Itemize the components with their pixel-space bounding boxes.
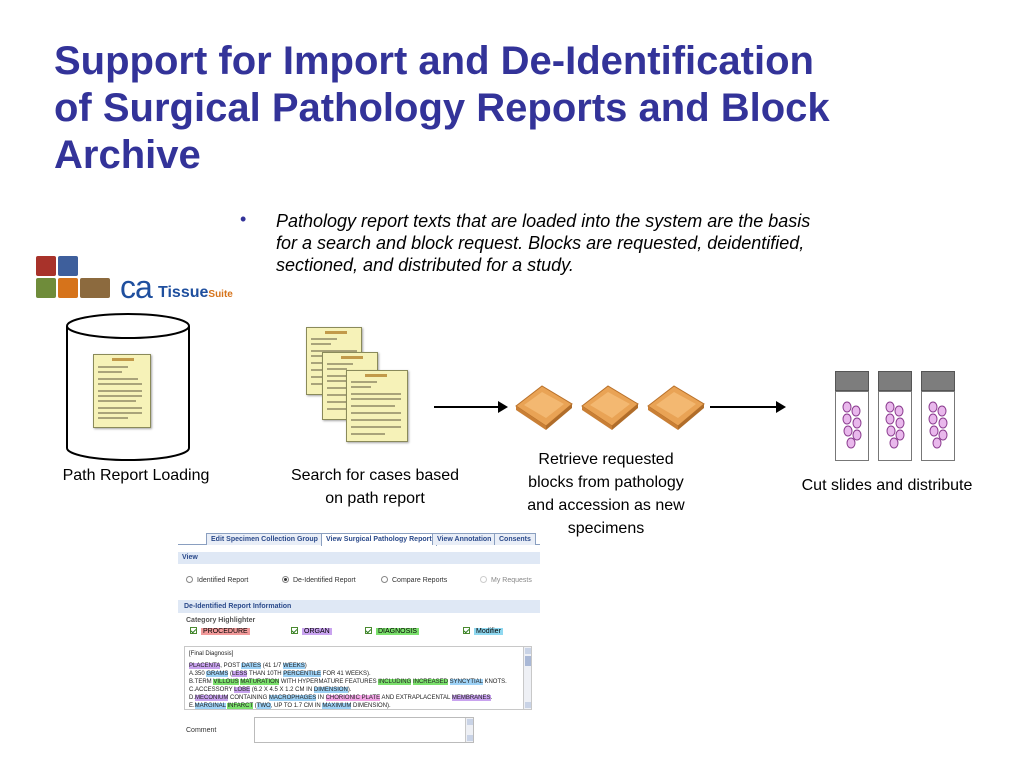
title-line: Support for Import and De-Identification bbox=[54, 39, 814, 83]
tissue-block-icon bbox=[515, 385, 573, 430]
radio-label: De-Identified Report bbox=[293, 577, 356, 584]
report-line: B.TERM VILLOUS MATURATION WITH HYPERMATU… bbox=[189, 679, 507, 685]
logo-suite-word: Suite bbox=[208, 289, 233, 300]
radio-label: My Requests bbox=[491, 577, 532, 584]
checkbox-label: Modifier bbox=[474, 628, 503, 635]
arrow-right-icon bbox=[710, 401, 786, 413]
bullet-text: Pathology report texts that are loaded i… bbox=[276, 210, 976, 276]
caption-line: specimens bbox=[567, 520, 645, 537]
caption-line: Search for cases based bbox=[290, 467, 460, 484]
slide-vial-icon bbox=[835, 371, 869, 461]
category-checkboxes: PROCEDURE ORGAN DIAGNOSIS Modifier bbox=[178, 627, 540, 639]
slide-vial-icon bbox=[878, 371, 912, 461]
logo-tissue-word: Tissue bbox=[158, 284, 209, 301]
radio-identified-report[interactable]: Identified Report bbox=[186, 576, 248, 585]
slide-title: Support for Import and De-Identification… bbox=[54, 38, 984, 179]
logo-tile-icon bbox=[58, 278, 78, 298]
logo-tile-icon bbox=[36, 278, 56, 298]
document-page-icon bbox=[346, 370, 408, 442]
tab-edit-specimen-collection-group[interactable]: Edit Specimen Collection Group bbox=[206, 533, 323, 545]
view-header: View bbox=[178, 552, 540, 564]
report-text-area[interactable]: [Final Diagnosis] PLACENTA, POST DATES (… bbox=[184, 646, 532, 710]
comment-input[interactable] bbox=[254, 717, 474, 743]
radio-compare-reports[interactable]: Compare Reports bbox=[381, 576, 447, 585]
radio-selected-icon bbox=[282, 576, 289, 583]
report-view-options: Identified Report De-Identified Report C… bbox=[178, 576, 540, 588]
tissue-block-icon bbox=[647, 385, 705, 430]
bullet-icon: • bbox=[240, 209, 247, 229]
bullet-line: for a search and block request. Blocks a… bbox=[276, 233, 805, 253]
scroll-thumb[interactable] bbox=[525, 656, 531, 666]
category-highlighter-title: Category Highlighter bbox=[186, 617, 256, 624]
report-line: C.ACCESSORY LOBE (6.2 X 4.5 X 1.2 CM IN … bbox=[189, 687, 352, 693]
title-line: of Surgical Pathology Reports and Block bbox=[54, 86, 830, 130]
catissue-suite-logo: ca TissueSuite bbox=[34, 252, 233, 306]
radio-icon bbox=[480, 576, 487, 583]
tab-consents[interactable]: Consents bbox=[494, 533, 536, 545]
tab-bar: Edit Specimen Collection Group View Surg… bbox=[178, 530, 540, 546]
scroll-up-icon[interactable] bbox=[525, 648, 531, 654]
checkbox-icon bbox=[190, 627, 197, 634]
scroll-down-icon[interactable] bbox=[525, 702, 531, 708]
checkbox-modifier[interactable]: Modifier bbox=[463, 627, 503, 636]
checkbox-icon bbox=[365, 627, 372, 634]
logo-tile-icon bbox=[80, 278, 110, 298]
checkbox-procedure[interactable]: PROCEDURE bbox=[190, 627, 250, 636]
caption-line: blocks from pathology bbox=[528, 474, 684, 491]
logo-ca-text: ca bbox=[120, 269, 153, 305]
slide-vial-icon bbox=[921, 371, 955, 461]
radio-icon bbox=[381, 576, 388, 583]
caption-line: Cut slides and distribute bbox=[801, 477, 973, 494]
checkbox-organ[interactable]: ORGAN bbox=[291, 627, 332, 636]
bullet-line: sectioned, and distributed for a study. bbox=[276, 255, 574, 275]
caption-line: on path report bbox=[325, 490, 425, 507]
document-page-icon bbox=[93, 354, 151, 428]
radio-my-requests[interactable]: My Requests bbox=[480, 576, 532, 585]
checkbox-icon bbox=[291, 627, 298, 634]
scrollbar[interactable] bbox=[523, 647, 531, 709]
tissue-block-icon bbox=[581, 385, 639, 430]
caption-line: and accession as new bbox=[527, 497, 685, 514]
title-line: Archive bbox=[54, 133, 201, 177]
checkbox-diagnosis[interactable]: DIAGNOSIS bbox=[365, 627, 419, 636]
report-heading: [Final Diagnosis] bbox=[189, 651, 234, 657]
checkbox-label: ORGAN bbox=[302, 628, 332, 635]
caption-path-report-loading: Path Report Loading bbox=[36, 464, 236, 487]
logo-tile-icon bbox=[58, 256, 78, 276]
comment-label: Comment bbox=[186, 727, 217, 734]
checkbox-icon bbox=[463, 627, 470, 634]
section-header: De-Identified Report Information bbox=[178, 600, 540, 613]
tab-view-surgical-pathology-report[interactable]: View Surgical Pathology Report bbox=[321, 533, 437, 546]
caption-line: Path Report Loading bbox=[62, 467, 210, 484]
radio-label: Identified Report bbox=[197, 577, 249, 584]
report-line: A.350 GRAMS (LESS THAN 10TH PERCENTILE F… bbox=[189, 671, 371, 677]
report-line: PLACENTA, POST DATES (41 1/7 WEEKS) bbox=[189, 663, 307, 669]
report-line: E.MARGINAL INFARCT (TWO, UP TO 1.7 CM IN… bbox=[189, 703, 391, 709]
scroll-up-icon[interactable] bbox=[467, 719, 473, 725]
report-line: D.MECONIUM CONTAINING MACROPHAGES IN CHO… bbox=[189, 695, 493, 701]
caption-cut-slides: Cut slides and distribute bbox=[772, 474, 1002, 497]
caption-retrieve-blocks: Retrieve requested blocks from pathology… bbox=[496, 448, 716, 540]
logo-tile-icon bbox=[36, 256, 56, 276]
scroll-down-icon[interactable] bbox=[467, 735, 473, 741]
tab-view-annotation[interactable]: View Annotation bbox=[432, 533, 497, 545]
database-cylinder-icon bbox=[65, 312, 191, 462]
radio-de-identified-report[interactable]: De-Identified Report bbox=[282, 576, 356, 585]
report-viewer-screenshot: Edit Specimen Collection Group View Surg… bbox=[178, 530, 540, 744]
caption-line: Retrieve requested bbox=[538, 451, 674, 468]
radio-label: Compare Reports bbox=[392, 577, 448, 584]
bullet-line: Pathology report texts that are loaded i… bbox=[276, 211, 811, 231]
radio-icon bbox=[186, 576, 193, 583]
logo-tissue-text: TissueSuite bbox=[158, 285, 233, 303]
checkbox-label: DIAGNOSIS bbox=[376, 628, 419, 635]
arrow-right-icon bbox=[434, 401, 508, 413]
caption-search-cases: Search for cases based on path report bbox=[262, 464, 488, 510]
checkbox-label: PROCEDURE bbox=[201, 628, 250, 635]
scrollbar[interactable] bbox=[465, 718, 473, 742]
